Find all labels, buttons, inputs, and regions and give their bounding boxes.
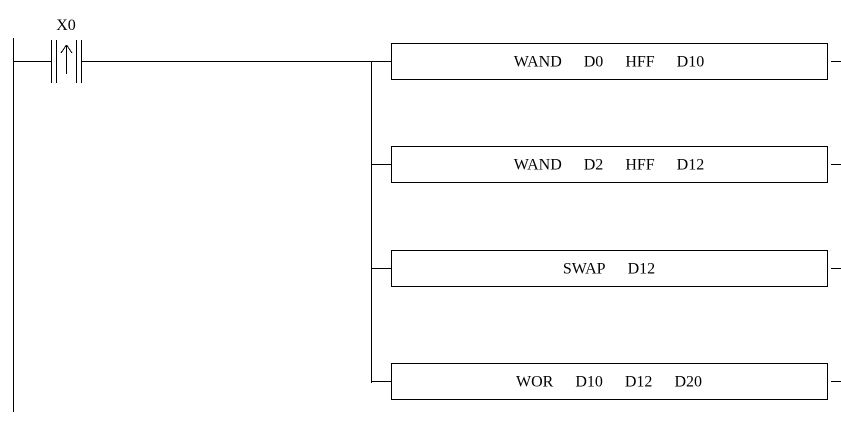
instruction-text: WAND D0 HFF D10: [514, 54, 704, 71]
instruction-opcode: WAND: [514, 157, 562, 174]
instruction-operand: D2: [584, 157, 604, 174]
instruction-operand: HFF: [625, 157, 654, 174]
instruction-row: WAND D0 HFF D10: [371, 43, 841, 80]
instruction-operand: D12: [625, 374, 653, 391]
instruction-text: WOR D10 D12 D20: [516, 374, 702, 391]
instruction-operand: D10: [575, 374, 603, 391]
instruction-box: [391, 250, 828, 287]
instruction-operand: D10: [677, 54, 705, 71]
instruction-operand: D0: [584, 54, 604, 71]
instruction-operand: D20: [674, 374, 702, 391]
contact-label: X0: [56, 17, 76, 34]
rising-edge-arrowhead-right: [66, 44, 73, 54]
instruction-box: [391, 363, 828, 400]
instruction-row: WAND D2 HFF D12: [371, 146, 841, 183]
instruction-opcode: WOR: [516, 374, 554, 391]
instruction-text: SWAP D12: [563, 261, 655, 278]
instruction-opcode: WAND: [514, 54, 562, 71]
instruction-operand: D12: [677, 157, 705, 174]
rising-edge-contact: [51, 40, 82, 83]
instruction-box: [391, 146, 828, 183]
instruction-operand: HFF: [625, 54, 654, 71]
instruction-text: WAND D2 HFF D12: [514, 157, 704, 174]
rising-edge-arrowhead-left: [60, 44, 67, 54]
instruction-opcode: SWAP: [563, 261, 606, 278]
instruction-operand: D12: [628, 261, 656, 278]
instruction-row: WOR D10 D12 D20: [371, 363, 841, 400]
instruction-box: [391, 43, 828, 80]
instruction-row: SWAP D12: [371, 250, 841, 287]
